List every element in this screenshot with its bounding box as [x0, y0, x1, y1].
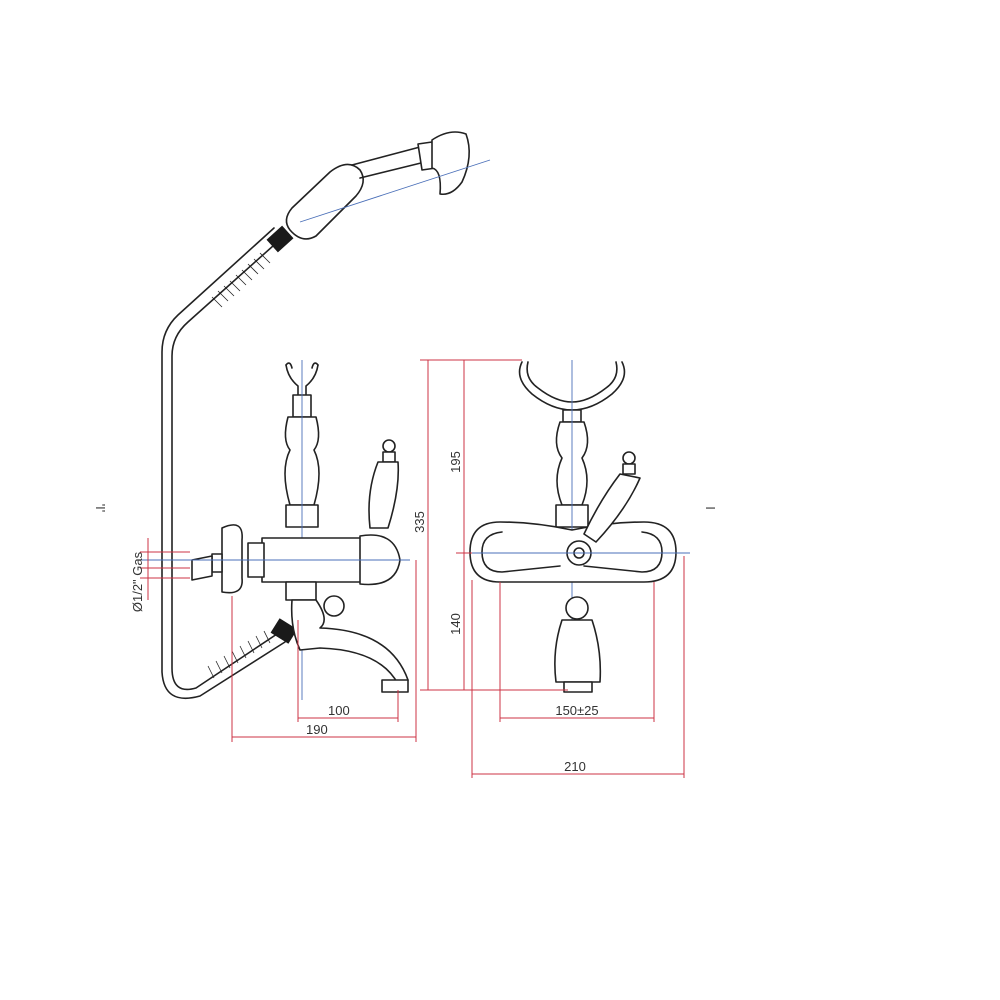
- dim-label-335: 335: [412, 511, 427, 533]
- shower-hose: [161, 225, 298, 700]
- bath-spout: [285, 581, 409, 693]
- dim-label-190: 190: [306, 722, 328, 737]
- front-spout: [554, 596, 602, 693]
- thread-label: Ø1/2" Gas: [130, 551, 145, 612]
- side-dimensions: [140, 538, 417, 742]
- front-view: [420, 359, 690, 778]
- side-view: [140, 131, 491, 742]
- hose-nut-top: [266, 225, 294, 253]
- lever-handle: [368, 439, 400, 529]
- hose-nut-bottom: [270, 618, 298, 644]
- dim-label-195: 195: [448, 451, 463, 473]
- hand-shower: [285, 131, 491, 240]
- shower-holder-column: [284, 360, 320, 700]
- mixer-body: [140, 524, 410, 594]
- hose-armour-bottom: [207, 630, 271, 679]
- front-body: [460, 521, 690, 583]
- dim-label-100: 100: [328, 703, 350, 718]
- dim-label-140: 140: [448, 613, 463, 635]
- dim-label-150-25: 150±25: [555, 703, 598, 718]
- front-lever: [583, 451, 641, 543]
- section-mark-side: 'I': [93, 504, 108, 513]
- front-dimensions: [420, 359, 685, 778]
- front-shower-holder: [518, 360, 626, 690]
- hose-armour-top: [211, 252, 271, 308]
- section-mark-front: I: [703, 506, 718, 510]
- dim-label-210: 210: [564, 759, 586, 774]
